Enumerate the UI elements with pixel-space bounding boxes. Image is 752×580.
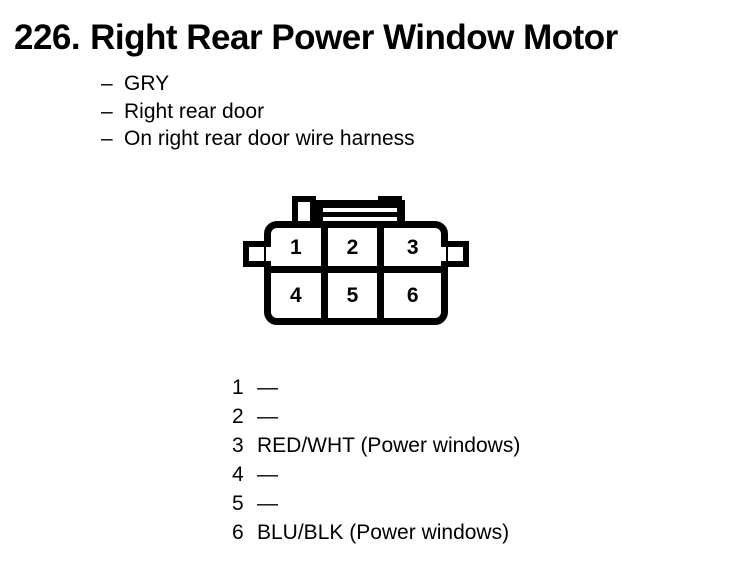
- page-title: 226.Right Rear Power Window Motor: [14, 17, 618, 59]
- pin-cell-1: 1: [271, 228, 328, 273]
- connector-body-outline: [264, 221, 448, 325]
- pin-number-label: 4: [289, 284, 302, 307]
- pin-cell-5: 5: [328, 273, 385, 318]
- legend-row-1: 1—: [232, 373, 520, 402]
- attribute-item-color: –GRY: [101, 70, 415, 98]
- side-tab-right-joint: [434, 247, 446, 261]
- pin-number-label: 3: [406, 235, 419, 259]
- legend-row-2: 2—: [232, 402, 520, 431]
- legend-pin-value: —: [257, 405, 278, 428]
- legend-pin-number: 5: [232, 492, 244, 515]
- pin-number-label: 1: [289, 235, 302, 259]
- pin-cell-2: 2: [327, 228, 385, 273]
- side-tab-left-joint: [266, 247, 278, 261]
- attribute-item-label: On right rear door wire harness: [124, 127, 415, 150]
- legend-row-3: 3 RED/WHT (Power windows): [232, 431, 520, 460]
- bullet-dash-icon: –: [101, 127, 113, 150]
- attribute-list: –GRY –Right rear door –On right rear doo…: [101, 70, 415, 153]
- page-title-number: 226.: [14, 18, 81, 57]
- pin-cell-4: 4: [271, 273, 328, 318]
- legend-pin-value: —: [257, 492, 278, 515]
- page-title-text: Right Rear Power Window Motor: [90, 18, 618, 57]
- legend-pin-number: 4: [232, 463, 244, 486]
- pin-number-label: 6: [406, 284, 419, 307]
- attribute-item-harness: –On right rear door wire harness: [101, 125, 415, 153]
- legend-pin-number: 3: [232, 434, 244, 457]
- pin-number-label: 5: [346, 284, 359, 307]
- latch-slot-upper: [323, 208, 397, 212]
- pin-cell-6: 6: [384, 273, 441, 318]
- legend-row-6: 6 BLU/BLK (Power windows): [232, 518, 520, 547]
- legend-pin-number: 1: [232, 376, 244, 399]
- legend-row-5: 5—: [232, 489, 520, 518]
- legend-pin-number: 2: [232, 405, 244, 428]
- connector-pin-grid: 1 2 3 4 5 6: [271, 228, 441, 318]
- pin-number-label: 2: [346, 235, 359, 259]
- bullet-dash-icon: –: [101, 72, 113, 95]
- attribute-item-label: Right rear door: [124, 99, 265, 123]
- legend-pin-number: 6: [232, 521, 244, 544]
- bullet-dash-icon: –: [101, 99, 113, 123]
- legend-pin-value: BLU/BLK (Power windows): [257, 521, 510, 544]
- legend-pin-value: RED/WHT (Power windows): [257, 434, 521, 457]
- legend-pin-value: —: [257, 463, 278, 486]
- legend-row-4: 4—: [232, 460, 520, 489]
- connector-diagram: 1 2 3 4 5 6: [240, 196, 472, 332]
- legend-pin-value: —: [257, 376, 278, 399]
- pin-cell-3: 3: [384, 228, 441, 273]
- attribute-item-label: GRY: [124, 72, 170, 95]
- latch-slot-lower: [323, 217, 397, 221]
- attribute-item-location: –Right rear door: [101, 98, 415, 126]
